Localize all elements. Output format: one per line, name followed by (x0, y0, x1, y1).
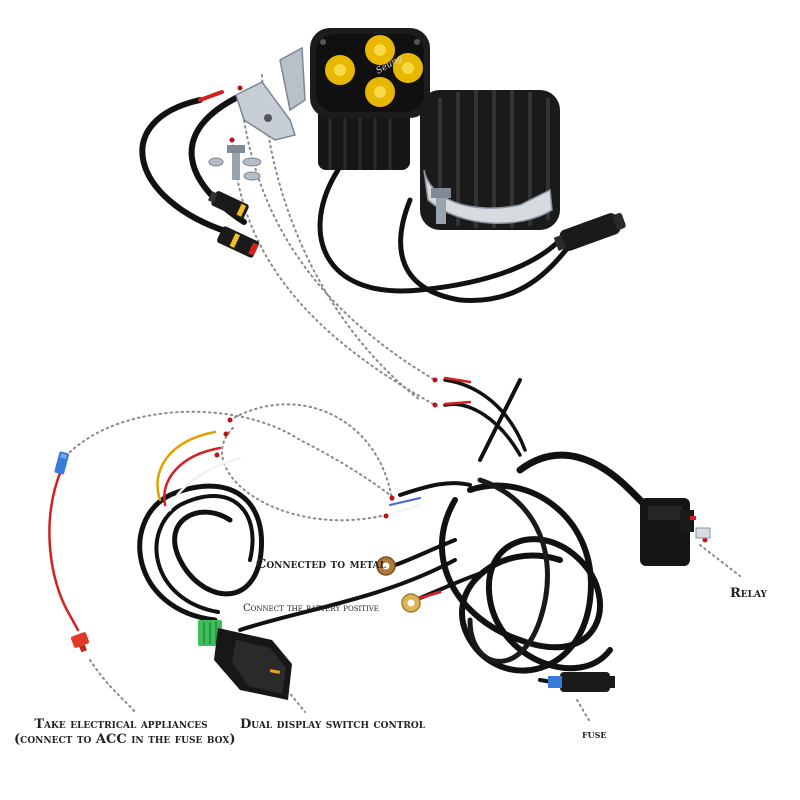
label-acc-line2: (connect to ACC in the fuse box) (14, 731, 236, 747)
ring-terminal-icon (376, 556, 421, 613)
label-acc-line1: Take electrical appliances (34, 717, 208, 732)
fuse-holder-icon (548, 672, 615, 692)
fuse-tap-end-icon (70, 632, 90, 653)
bolt-set-icon (208, 145, 262, 181)
label-fuse: fuse (582, 728, 607, 741)
dotted-guide-lines (65, 74, 741, 723)
add-a-fuse-tap-icon (54, 451, 69, 475)
led-work-light-rear-icon (420, 90, 560, 230)
label-acc: Take electrical appliances (connect to A… (14, 717, 236, 748)
label-dual-display-switch: Dual display switch control (240, 717, 426, 732)
led-work-light-icon: Seung (310, 28, 430, 170)
waterproof-connector-icon (207, 191, 259, 258)
wire-harness (48, 376, 654, 692)
waterproof-connector-right-icon (553, 213, 626, 251)
label-connected-to-metal: Connected to metal (256, 557, 386, 572)
amber-lens-icon (325, 35, 423, 107)
connection-markers (214, 85, 708, 543)
relay-icon (640, 498, 711, 566)
label-relay: Relay (730, 586, 767, 601)
label-battery-positive: Connect the battery positive (243, 603, 379, 614)
rocker-switch-icon (198, 620, 292, 700)
mounting-bracket-icon (235, 46, 306, 141)
